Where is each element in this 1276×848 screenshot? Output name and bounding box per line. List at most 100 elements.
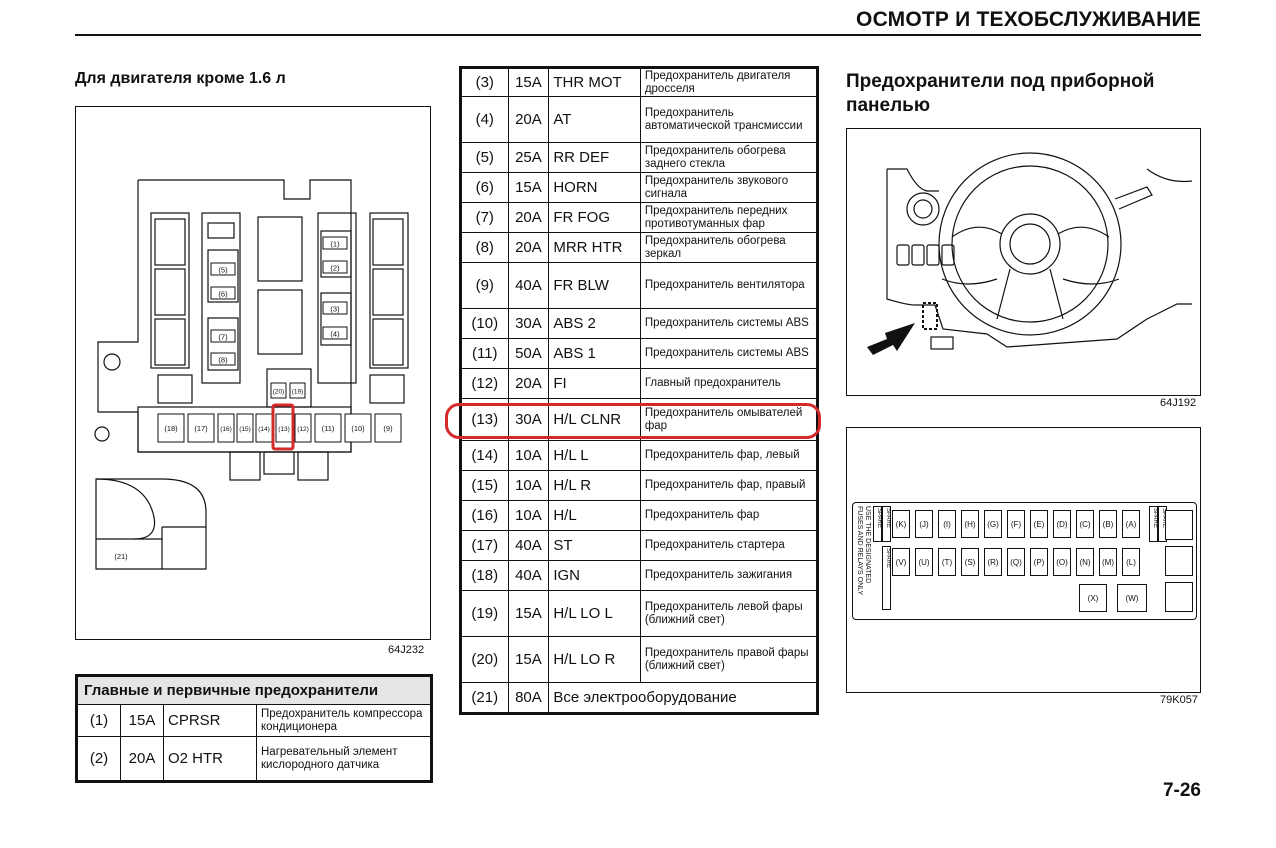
- relay-slot: [1165, 582, 1193, 612]
- dash-fuse-slot: (Q): [1007, 548, 1025, 576]
- fuse-cell-code: H/L LO L: [548, 590, 641, 637]
- fuse-letter: (D): [1056, 519, 1068, 529]
- fuse-cell-no: (21): [461, 682, 509, 713]
- fuse-label-14: (14): [258, 426, 270, 433]
- dash-fuse-slot: (J): [915, 510, 933, 538]
- fuse-label-10: (10): [351, 424, 365, 433]
- header-title: ОСМОТР И ТЕХОБСЛУЖИВАНИЕ: [856, 8, 1201, 31]
- dash-fuse-slot: (D): [1053, 510, 1071, 538]
- dash-fuse-box: [852, 502, 1197, 620]
- engine-fuse-box-svg: (1) (2) (3) (4) (5) (6) (7) (8) (20) (19…: [94, 179, 409, 570]
- fuse-cell-amp: 10A: [507, 470, 550, 501]
- fuse-cell-code: H/L: [548, 500, 641, 531]
- fuse-label-5: (5): [218, 266, 228, 275]
- fuse-cell-code: THR MOT: [548, 68, 641, 97]
- fuse-cell-desc: Предохранитель системы ABS: [639, 338, 818, 369]
- fuse-label-8: (8): [218, 356, 228, 365]
- spare-slot: SPARE: [882, 506, 891, 542]
- dashboard-figure-code: 64J192: [1160, 397, 1197, 409]
- fuse-letter: (E): [1033, 519, 1045, 529]
- fuse-cell-amp: 10A: [507, 500, 550, 531]
- fuse-cell-desc: Предохранитель фар, левый: [639, 440, 818, 471]
- fuse-cell-amp: 15A: [507, 590, 550, 637]
- fuse-13-highlight-oval: [445, 403, 821, 439]
- fuse-letter: (P): [1033, 557, 1045, 567]
- fuse-letter: (V): [895, 557, 907, 567]
- fuse-cell-code: FR FOG: [548, 202, 641, 233]
- dash-fuse-slot: (N): [1076, 548, 1094, 576]
- fuse-cell-code: MRR HTR: [548, 232, 641, 263]
- fuse-cell-amp: 25A: [507, 142, 550, 173]
- spare-slot: SPARE: [1149, 506, 1158, 542]
- fuse-label-3: (3): [330, 305, 340, 314]
- dashboard-svg: [867, 152, 1193, 355]
- fuse-label-9: (9): [383, 424, 393, 433]
- fuse-cell-amp: 15A: [507, 636, 550, 683]
- fuse-cell-no: (17): [461, 530, 509, 561]
- fuse-cell-no: (7): [461, 202, 509, 233]
- dash-fuse-slot: (V): [892, 548, 910, 576]
- spare-slot: SPARE: [873, 506, 882, 542]
- fuse-cell-desc: Предохранитель двигателя дросселя: [639, 68, 818, 97]
- dash-fuse-slot: (G): [984, 510, 1002, 538]
- main-fuses-title: Главные и первичные предохранители: [77, 676, 431, 705]
- fuse-cell-no: (16): [461, 500, 509, 531]
- fuse-cell-no: (9): [461, 262, 509, 309]
- fuse-cell-amp: 40A: [507, 560, 550, 591]
- fuse-cell-amp: 20A: [507, 368, 550, 399]
- fuse-cell-desc: Предохранитель автоматической трансмисси…: [639, 96, 818, 143]
- fuse-letter: (S): [964, 557, 976, 567]
- dash-fuse-slot: (P): [1030, 548, 1048, 576]
- relay-slot: [1165, 546, 1193, 576]
- fuse-label-18: (18): [164, 424, 178, 433]
- dash-fuse-slot: (O): [1053, 548, 1071, 576]
- dash-fuse-slot: (C): [1076, 510, 1094, 538]
- fuse-letter: (R): [987, 557, 999, 567]
- dash-fuse-slot: (W): [1117, 584, 1147, 612]
- fuse-letter: (L): [1126, 557, 1136, 567]
- fuse-cell-amp: 20A: [507, 96, 550, 143]
- fuse-label-6: (6): [218, 290, 228, 299]
- fuse-cell-no: (20): [461, 636, 509, 683]
- fuse-cell-code: H/L L: [548, 440, 641, 471]
- page-header: ОСМОТР И ТЕХОБСЛУЖИВАНИЕ: [75, 6, 1201, 36]
- fuse-cell-amp: 40A: [507, 530, 550, 561]
- fuse-cell-code: AT: [548, 96, 641, 143]
- dash-fuse-slot: (L): [1122, 548, 1140, 576]
- fuse-cell-code: H/L LO R: [548, 636, 641, 683]
- fuse-cell-code: ST: [548, 530, 641, 561]
- dash-fuse-slot: (B): [1099, 510, 1117, 538]
- fuse-cell-desc: Предохранитель обогрева зеркал: [639, 232, 818, 263]
- fuse-cell-code: HORN: [548, 172, 641, 203]
- dash-fuse-slot: (K): [892, 510, 910, 538]
- fuse-letter: (Q): [1010, 557, 1022, 567]
- fuse-letter: (U): [918, 557, 930, 567]
- spare-label: SPARE: [885, 548, 891, 568]
- fuse-label-4: (4): [330, 330, 340, 339]
- fuse-cell-no: (15): [461, 470, 509, 501]
- fuse-cell-desc: Предохранитель правой фары (ближний свет…: [639, 636, 818, 683]
- fuse-cell-desc: Предохранитель зажигания: [639, 560, 818, 591]
- engine-fuse-box-diagram: (1) (2) (3) (4) (5) (6) (7) (8) (20) (19…: [75, 106, 431, 640]
- dashboard-diagram: [846, 128, 1201, 396]
- engine-fuse-box-title: Для двигателя кроме 1.6 л: [75, 70, 286, 87]
- fuse-cell-no: (3): [461, 68, 509, 97]
- fuse-letter: (H): [964, 519, 976, 529]
- fuse-letter: (I): [943, 519, 951, 529]
- fuse-cell-code: ABS 2: [548, 308, 641, 339]
- fuse-cell-no: (11): [461, 338, 509, 369]
